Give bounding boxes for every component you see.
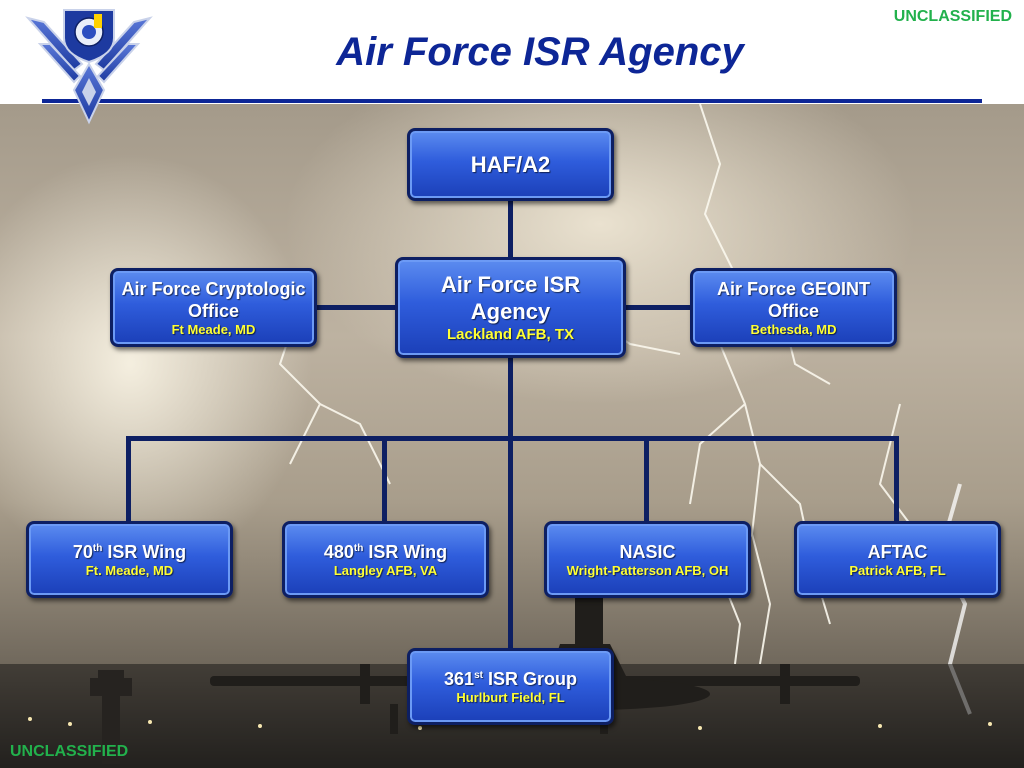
org-location: Langley AFB, VA: [333, 562, 438, 578]
org-location: Patrick AFB, FL: [849, 562, 946, 578]
org-name: HAF/A2: [470, 152, 551, 177]
connector-bus-to-70th: [126, 436, 131, 522]
slide-title: Air Force ISR Agency: [336, 30, 744, 74]
classification-bottom: UNCLASSIFIED: [10, 743, 129, 760]
org-location: Hurlburt Field, FL: [456, 689, 565, 705]
org-name: 480th ISR Wing: [323, 541, 448, 562]
org-box-nasic: NASIC Wright-Patterson AFB, OH: [544, 521, 751, 598]
org-name: NASIC: [619, 541, 676, 562]
org-box-af-geoint-office: Air Force GEOINT Office Bethesda, MD: [690, 268, 897, 347]
org-name: Air Force ISR Agency: [440, 272, 581, 324]
org-name: Air Force Cryptologic Office: [121, 278, 306, 321]
af-isr-agency-emblem: [25, 9, 153, 125]
org-location: Lackland AFB, TX: [447, 326, 574, 343]
connector-bus-to-aftac: [894, 436, 899, 522]
org-name: 70th ISR Wing: [72, 541, 187, 562]
org-box-af-isr-agency: Air Force ISR Agency Lackland AFB, TX: [395, 257, 626, 358]
connector-haf-to-agency: [508, 198, 513, 258]
connector-wings-bus: [126, 436, 899, 441]
org-box-480th-isr-wing: 480th ISR Wing Langley AFB, VA: [282, 521, 489, 598]
org-location: Ft. Meade, MD: [85, 562, 174, 578]
org-location: Bethesda, MD: [750, 321, 837, 337]
connector-bus-to-nasic: [644, 436, 649, 522]
title-underline: [42, 99, 982, 103]
org-box-70th-isr-wing: 70th ISR Wing Ft. Meade, MD: [26, 521, 233, 598]
org-location: Ft Meade, MD: [171, 321, 256, 337]
connector-agency-to-geoint: [624, 305, 692, 310]
org-location: Wright-Patterson AFB, OH: [566, 562, 729, 578]
org-name: 361st ISR Group: [444, 668, 577, 689]
connector-bus-to-480th: [382, 436, 387, 522]
slide-header: Air Force ISR Agency UNCLASSIFIED: [0, 0, 1024, 104]
org-box-haf-a2: HAF/A2: [407, 128, 614, 201]
org-box-361st-isr-group: 361st ISR Group Hurlburt Field, FL: [407, 648, 614, 725]
connector-agency-trunk: [508, 356, 513, 652]
org-box-af-cryptologic-office: Air Force Cryptologic Office Ft Meade, M…: [110, 268, 317, 347]
connector-crypto-to-agency: [316, 305, 398, 310]
org-name: AFTAC: [867, 541, 928, 562]
classification-top: UNCLASSIFIED: [893, 8, 1012, 25]
org-box-aftac: AFTAC Patrick AFB, FL: [794, 521, 1001, 598]
org-name: Air Force GEOINT Office: [716, 278, 871, 321]
